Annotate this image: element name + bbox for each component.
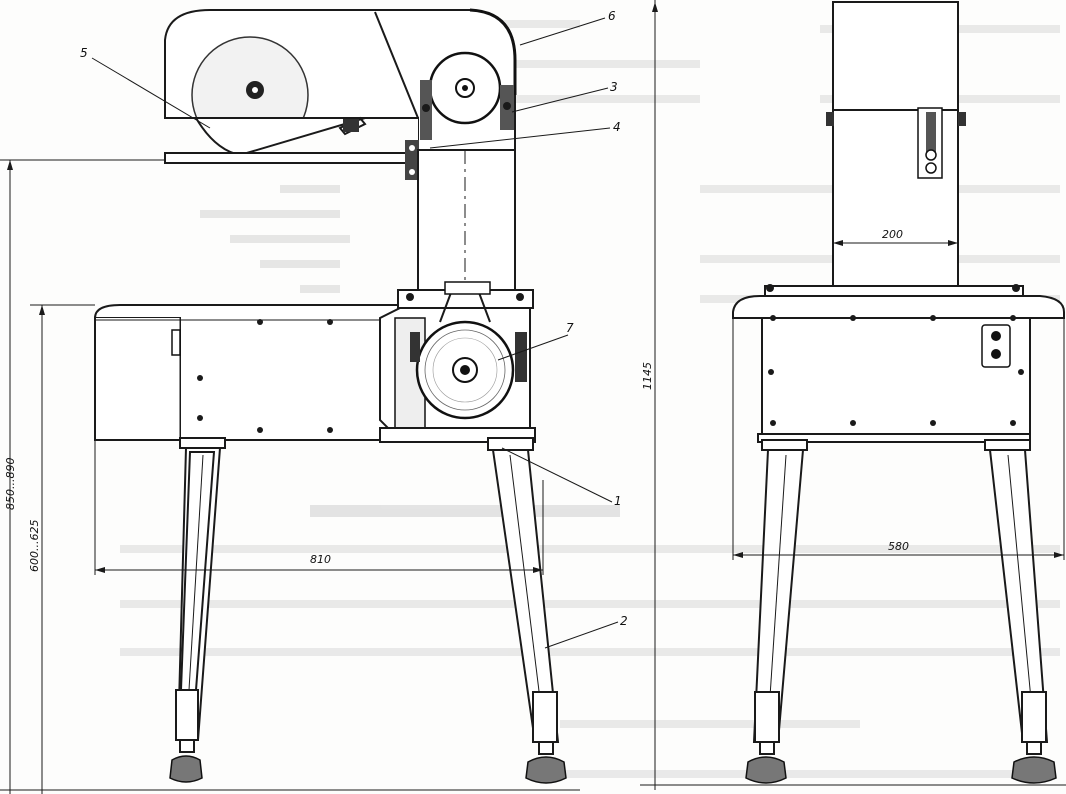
front-blade-adjuster: [917, 107, 943, 179]
front-leg-left: [745, 439, 808, 784]
blade-track: [469, 8, 517, 95]
front-leg-right: [984, 439, 1057, 784]
side-view: 5 6 3 4 7 1 2 810 850...890 600...625: [0, 8, 628, 794]
work-table: [164, 152, 416, 164]
callout-3: 3: [610, 80, 618, 94]
dim-label-200: 200: [882, 228, 903, 241]
switch-plate: [981, 324, 1011, 368]
vertical-column: [417, 149, 516, 291]
dim-580: [732, 318, 1065, 560]
callout-7: 7: [566, 321, 574, 335]
belt-cover-line: [374, 11, 419, 119]
callout-6: 6: [608, 9, 616, 23]
foot-right: [525, 756, 567, 784]
dim-label-580: 580: [888, 540, 909, 553]
leg-right: [487, 437, 567, 784]
dim-1145: [640, 0, 1066, 790]
dim-label-850-890: 850...890: [4, 458, 17, 510]
front-upper-housing: [832, 1, 959, 111]
dim-label-600-625: 600...625: [28, 520, 41, 572]
callout-5: 5: [80, 46, 88, 60]
dim-label-810: 810: [310, 553, 331, 566]
dim-600-625: [30, 304, 95, 794]
front-cabinet-rivets: [768, 315, 1024, 426]
leg-left: [169, 437, 226, 783]
callout-1: 1: [614, 494, 622, 508]
callout-4: 4: [613, 120, 621, 134]
dim-850-890: [0, 159, 165, 794]
dim-label-1145: 1145: [641, 362, 654, 390]
front-top-plate: [764, 285, 1024, 297]
cabinet-rivets: [197, 319, 333, 433]
leader-lines: [91, 17, 619, 649]
front-view: 1145 200: [640, 0, 1066, 790]
drive-belt: [439, 289, 491, 323]
dim-200: [833, 240, 958, 246]
callout-2: 2: [620, 614, 628, 628]
dim-810: [94, 440, 544, 575]
foot-left: [169, 755, 203, 783]
